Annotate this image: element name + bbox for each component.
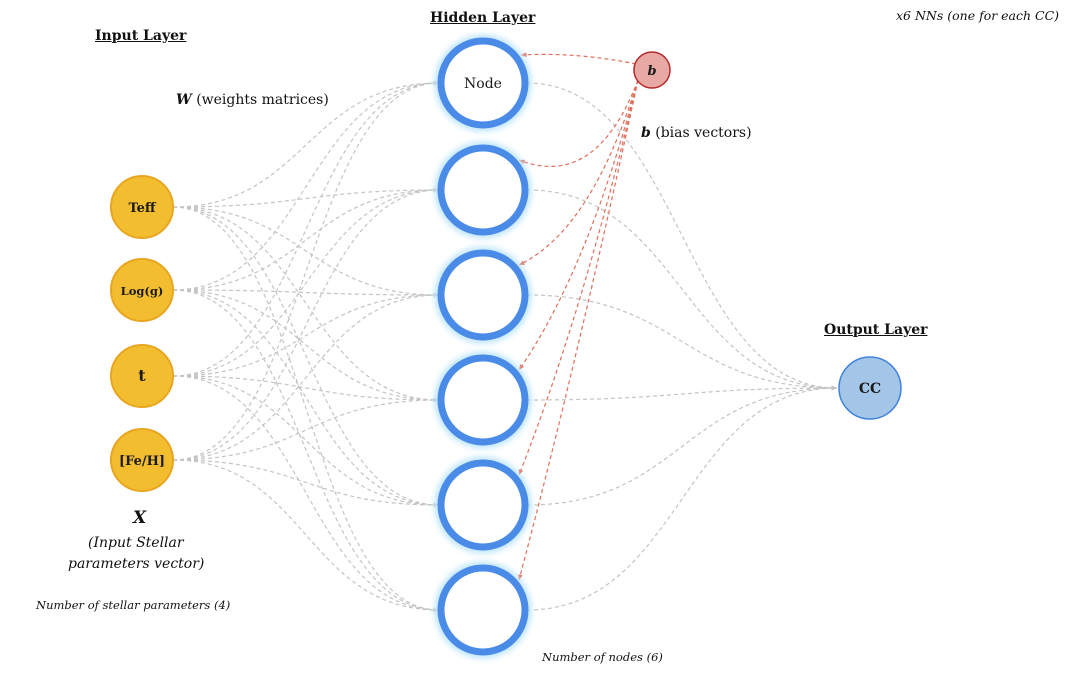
edge-input3-hidden4: [172, 375, 440, 403]
bias-edge-hidden6: [518, 79, 639, 581]
edge-input2-hidden4: [172, 289, 440, 403]
hidden-node: [434, 561, 532, 659]
edge-input3-hidden1: [172, 80, 440, 377]
edge-input1-hidden5: [172, 206, 440, 508]
edge-hidden4-output: [526, 385, 838, 401]
hidden-node: [434, 141, 532, 239]
input-node: Log(g): [110, 258, 174, 322]
hidden-layer-title: Hidden Layer: [430, 10, 536, 26]
edge-input4-hidden2: [172, 187, 440, 461]
connection-edges: [172, 80, 838, 613]
hidden-node: Node: [434, 34, 532, 132]
input-node: Teff: [110, 175, 174, 239]
edge-input2-hidden5: [172, 289, 440, 508]
edge-hidden3-output: [526, 294, 838, 391]
hidden-node: [434, 246, 532, 344]
x-description-line2: parameters vector): [68, 556, 205, 572]
edge-hidden1-output: [526, 82, 838, 391]
output-node: CC: [838, 356, 902, 420]
edge-input1-hidden4: [172, 206, 440, 403]
x-symbol: X: [133, 508, 147, 528]
edge-input1-hidden3: [172, 206, 440, 298]
input-node: [Fe/H]: [110, 428, 174, 492]
input-node-label: t: [138, 366, 146, 385]
input-node: t: [110, 344, 174, 408]
bias-edge-hidden1: [520, 52, 637, 65]
x-description-line1: (Input Stellar: [88, 535, 184, 551]
edge-input1-hidden6: [172, 206, 440, 613]
top-right-note: x6 NNs (one for each CC): [896, 8, 1060, 23]
edge-hidden6-output: [526, 385, 838, 611]
edge-input3-hidden5: [172, 375, 440, 508]
hidden-node-label: Node: [464, 76, 502, 92]
input-layer-title: Input Layer: [95, 28, 187, 44]
hidden-node: [434, 351, 532, 449]
edge-hidden2-output: [526, 189, 838, 391]
bias-edge-hidden2: [518, 79, 639, 168]
edge-input4-hidden1: [172, 80, 440, 461]
output-node-label: CC: [859, 381, 881, 397]
edge-input3-hidden2: [172, 187, 440, 377]
input-node-label: Log(g): [121, 284, 164, 298]
bias-edge-hidden4: [518, 79, 639, 371]
edge-input4-hidden6: [172, 459, 440, 613]
edge-input2-hidden3: [172, 289, 440, 298]
edge-input3-hidden6: [172, 375, 440, 613]
weights-label: W (weights matrices): [176, 92, 329, 108]
weights-text: (weights matrices): [196, 92, 329, 108]
edge-input2-hidden1: [172, 80, 440, 291]
edge-input2-hidden6: [172, 289, 440, 613]
hidden-node: [434, 456, 532, 554]
edge-input2-hidden2: [172, 187, 440, 291]
bias-node-label: b: [647, 64, 656, 79]
edge-input4-hidden3: [172, 292, 440, 461]
edge-hidden5-output: [526, 385, 838, 506]
bias-edge-hidden3: [518, 79, 639, 266]
bias-label: b (bias vectors): [641, 125, 752, 141]
num-nodes-label: Number of nodes (6): [542, 650, 663, 664]
edge-input4-hidden5: [172, 459, 440, 508]
num-params-label: Number of stellar parameters (4): [36, 598, 231, 612]
input-node-label: Teff: [128, 201, 156, 216]
bias-symbol: b: [641, 125, 651, 141]
bias-edge-hidden5: [518, 79, 639, 476]
bias-node: b: [633, 51, 671, 89]
bias-connection-edges: [518, 52, 639, 581]
edge-input1-hidden1: [172, 80, 440, 208]
input-node-label: [Fe/H]: [119, 454, 165, 469]
output-layer-title: Output Layer: [824, 322, 928, 338]
edge-input1-hidden2: [172, 187, 440, 208]
edge-input3-hidden3: [172, 292, 440, 377]
bias-text: (bias vectors): [655, 125, 752, 141]
weights-symbol: W: [176, 92, 192, 108]
